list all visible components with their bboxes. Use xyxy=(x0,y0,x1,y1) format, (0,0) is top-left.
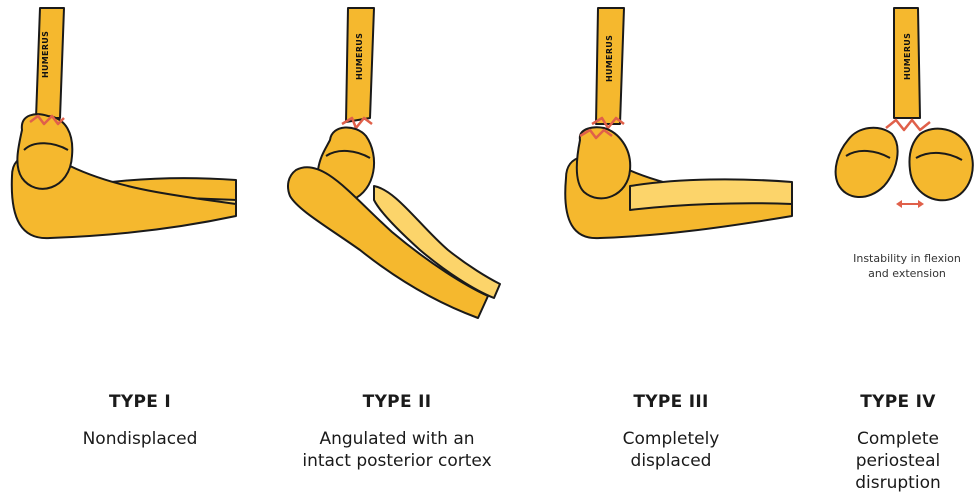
type-2-humerus-label: HUMERUS xyxy=(355,33,364,80)
type-2-title: TYPE II xyxy=(272,392,522,412)
type-3-description: Completely displaced xyxy=(556,428,786,472)
type-2-description: Angulated with an intact posterior corte… xyxy=(272,428,522,472)
type-1-illustration: HUMERUS xyxy=(12,8,236,238)
type-3-condyle xyxy=(577,127,630,198)
type-4-title: TYPE IV xyxy=(818,392,978,412)
type-4-fracture-line xyxy=(886,120,930,130)
type-3-title: TYPE III xyxy=(556,392,786,412)
panel-type-2: TYPE II Angulated with an intact posteri… xyxy=(272,392,522,472)
type-4-humerus-label: HUMERUS xyxy=(903,33,912,80)
panel-type-4: TYPE IV Complete periosteal disruption xyxy=(818,392,978,494)
double-arrow-icon xyxy=(896,200,924,208)
type-2-illustration: HUMERUS xyxy=(288,8,500,318)
type-1-title: TYPE I xyxy=(20,392,260,412)
type-4-description: Complete periosteal disruption xyxy=(818,428,978,494)
type-2-ulna xyxy=(288,167,488,318)
type-4-instability-note: Instability in flexion and extension xyxy=(822,251,978,281)
type-4-illustration: HUMERUS xyxy=(836,8,973,208)
panel-type-3: TYPE III Completely displaced xyxy=(556,392,786,472)
type-4-right-fragment xyxy=(909,129,972,201)
type-3-illustration: HUMERUS xyxy=(565,8,792,238)
type-3-humerus-label: HUMERUS xyxy=(605,35,614,82)
type-1-condyle xyxy=(17,114,72,189)
type-1-humerus-label: HUMERUS xyxy=(41,31,50,78)
type-1-description: Nondisplaced xyxy=(20,428,260,450)
type-4-left-fragment xyxy=(836,128,898,197)
panel-type-1: TYPE I Nondisplaced xyxy=(20,392,260,450)
